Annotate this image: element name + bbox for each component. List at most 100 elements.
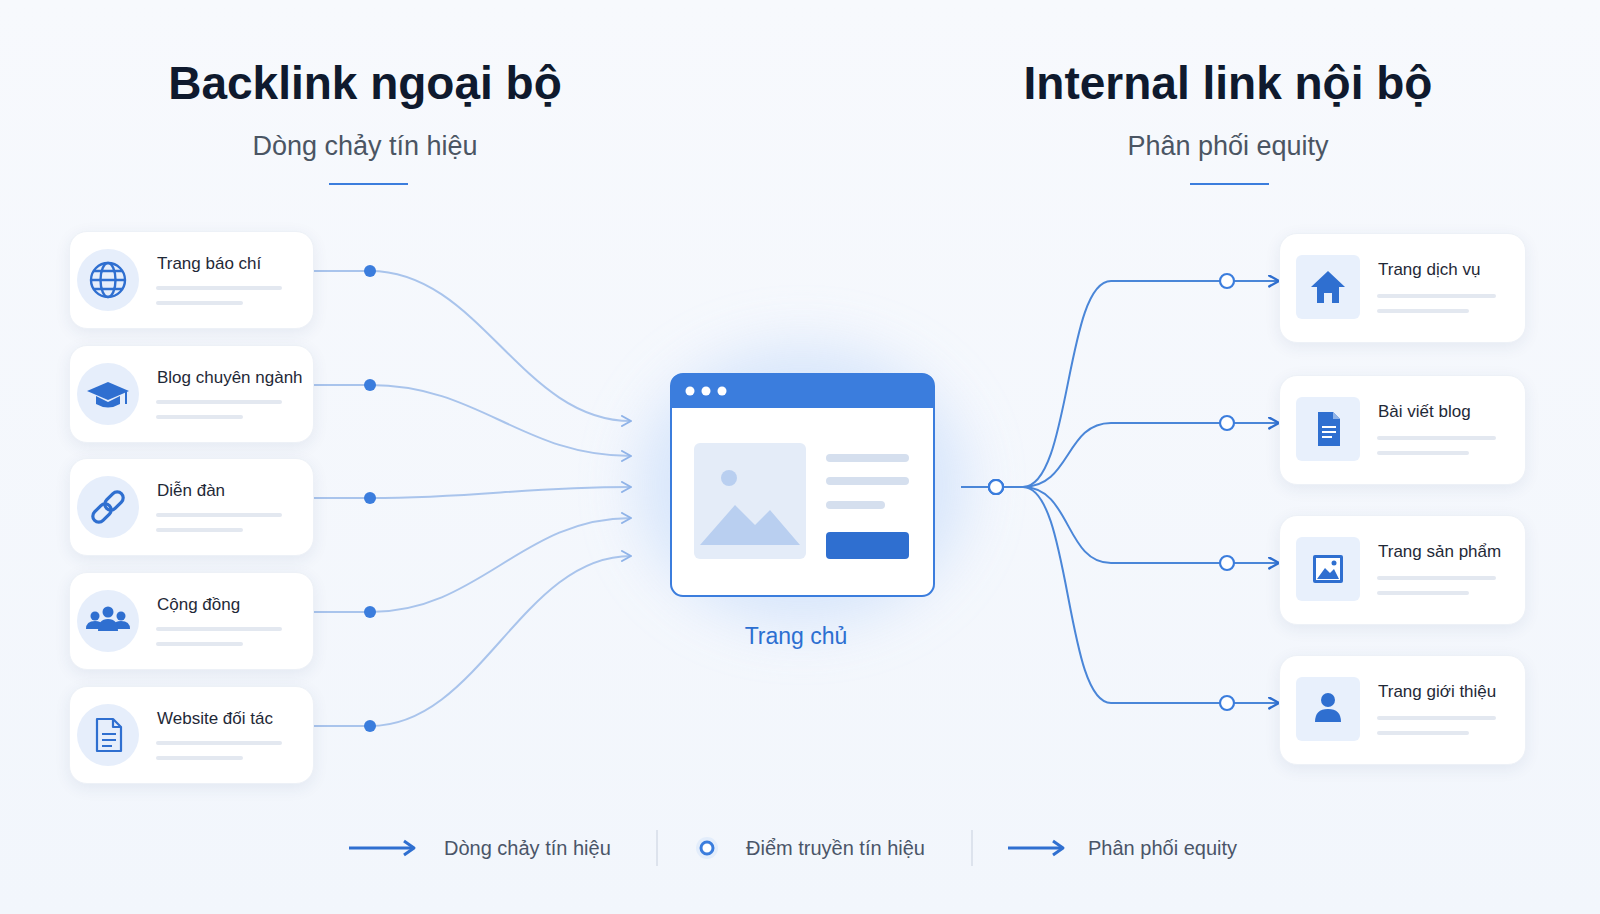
placeholder-line xyxy=(156,627,282,631)
document-icon xyxy=(1318,412,1340,446)
page-card: Trang dịch vụ xyxy=(1279,233,1526,343)
placeholder-line xyxy=(1377,731,1469,735)
browser-window xyxy=(826,501,885,509)
placeholder-line xyxy=(1377,451,1469,455)
card-title: Diễn đàn xyxy=(157,481,225,501)
graduation-cap-icon xyxy=(87,382,129,400)
placeholder-line xyxy=(156,756,243,760)
link-icon xyxy=(102,489,125,512)
legend-arrow-sample xyxy=(1008,841,1063,855)
placeholder-line xyxy=(1377,294,1496,735)
page-card: Diễn đàn xyxy=(69,458,314,556)
graduation-cap-icon xyxy=(77,363,139,425)
people-icon xyxy=(103,607,114,618)
transmit-point xyxy=(1220,274,1234,288)
people-icon xyxy=(91,612,100,621)
placeholder-line xyxy=(1377,436,1496,440)
placeholder-line xyxy=(156,513,282,517)
signal-dot xyxy=(364,720,376,732)
image-icon xyxy=(1313,555,1343,583)
placeholder-line xyxy=(156,642,243,646)
page-node: Trang chủ xyxy=(631,360,961,650)
placeholder-line xyxy=(156,286,282,760)
card-title: Trang dịch vụ xyxy=(1378,260,1480,280)
legend-arrow-sample xyxy=(1008,847,1061,850)
page-card: Bài viết blog xyxy=(1279,375,1526,485)
legend-label: Điểm truyền tín hiệu xyxy=(746,836,925,860)
people-icon xyxy=(113,621,130,629)
globe-icon xyxy=(77,249,139,311)
equity-flow-line xyxy=(961,487,1279,703)
page-card: Cộng đồng xyxy=(69,572,314,670)
browser-window xyxy=(826,477,909,485)
placeholder-line xyxy=(1377,716,1496,720)
transmit-point xyxy=(989,480,1003,494)
signal-dot xyxy=(364,492,376,504)
document-icon xyxy=(97,719,121,751)
node-caption: Trang chủ xyxy=(631,622,961,650)
signal-flow-line xyxy=(314,385,631,456)
globe-icon xyxy=(91,279,125,281)
graduation-cap-icon xyxy=(96,396,120,408)
section-heading: Backlink ngoại bộ xyxy=(0,56,765,111)
person-icon xyxy=(1296,677,1360,741)
home-icon xyxy=(1296,255,1360,319)
placeholder-line xyxy=(156,301,243,305)
document-icon xyxy=(1296,397,1360,461)
globe-icon xyxy=(77,249,139,311)
legend-circle-sample xyxy=(701,842,713,854)
legend-line-sample xyxy=(404,841,414,855)
placeholder-line xyxy=(156,286,282,290)
people-icon xyxy=(77,590,139,652)
placeholder-line xyxy=(1377,591,1469,595)
person-icon xyxy=(1315,709,1341,722)
signal-dot xyxy=(364,606,376,618)
browser-window xyxy=(671,374,934,596)
placeholder-line xyxy=(156,400,282,404)
image-icon xyxy=(1332,561,1337,566)
section-subheading: Phân phối equity xyxy=(828,130,1600,162)
browser-window xyxy=(700,505,800,545)
browser-window xyxy=(718,387,727,396)
image-icon xyxy=(1317,568,1339,579)
title-underline xyxy=(1190,183,1269,185)
legend-label: Dòng chảy tín hiệu xyxy=(444,836,611,860)
people-icon xyxy=(77,590,139,652)
globe-icon xyxy=(101,263,116,297)
card-title: Trang sản phẩm xyxy=(1378,542,1501,562)
people-icon xyxy=(86,621,103,629)
document-icon xyxy=(1296,397,1360,461)
legend-separator xyxy=(971,830,973,866)
card-title: Website đối tác xyxy=(157,709,273,729)
placeholder-line xyxy=(1377,309,1469,313)
browser-window xyxy=(671,374,934,596)
browser-window xyxy=(826,532,909,559)
placeholder-line xyxy=(1377,576,1496,580)
equity-flow-line xyxy=(961,487,1279,563)
link-icon xyxy=(77,476,139,538)
graduation-cap-icon xyxy=(125,392,127,404)
browser-window xyxy=(702,387,711,396)
legend-label: Phân phối equity xyxy=(1088,836,1237,860)
legend-line-sample xyxy=(349,841,414,855)
placeholder-line xyxy=(156,741,282,745)
section-subheading: Dòng chảy tín hiệu xyxy=(0,130,765,162)
transmit-point xyxy=(1220,696,1234,710)
browser-window xyxy=(721,470,737,486)
document-icon xyxy=(97,719,121,751)
image-icon xyxy=(1296,537,1360,601)
browser-window xyxy=(671,374,934,408)
placeholder-line xyxy=(156,415,243,419)
link-icon xyxy=(90,489,125,524)
center-glow xyxy=(637,345,967,625)
equity-flow-line xyxy=(961,423,1279,487)
person-icon xyxy=(1296,677,1360,741)
document-icon xyxy=(1333,412,1340,419)
card-title: Cộng đồng xyxy=(157,595,240,615)
card-title: Trang báo chí xyxy=(157,254,261,274)
people-icon xyxy=(86,607,130,632)
transmit-point xyxy=(989,480,1003,494)
signal-flow-line xyxy=(314,271,631,421)
